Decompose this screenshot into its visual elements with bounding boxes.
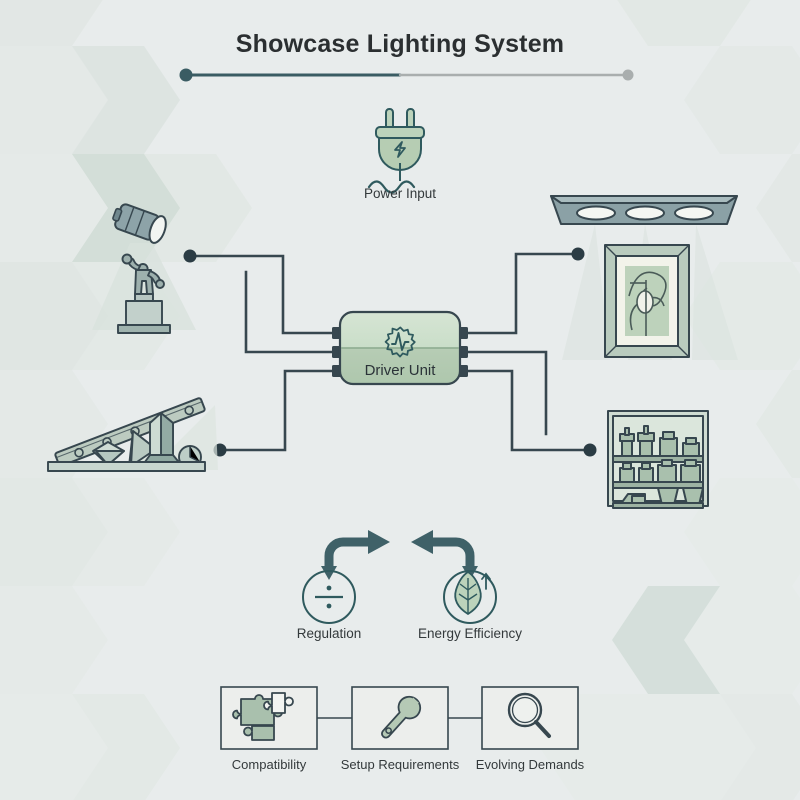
consideration-label-compatibility: Compatibility [231,757,307,772]
puzzle-icon [232,692,294,741]
driver-unit-node[interactable]: Driver Unit [332,310,468,386]
spotlight-statue-icon [92,203,196,334]
link-mid-left [244,270,342,354]
consideration-box-evolving[interactable] [481,686,579,750]
driver-unit-label: Driver Unit [365,362,437,379]
consideration-label-evolving: Evolving Demands [475,757,585,772]
metric-label-regulation: Regulation [296,626,362,641]
header-divider [179,68,634,82]
node-dot-cabinet [583,443,597,457]
leaf-growth-circle-icon [443,570,497,624]
track-light-gems-icon [47,397,218,472]
consideration-box-compatibility[interactable] [220,686,318,750]
node-dot-artwork [571,247,585,261]
power-plug-icon [367,108,425,194]
power-input-label: Power Input [363,186,437,201]
abstract-art-strokes [628,271,667,336]
link-cabinet [460,369,592,452]
metric-arrow-curve-right-icon [321,530,390,580]
metric-label-energy-efficiency: Energy Efficiency [417,626,523,641]
link-statue [188,254,342,335]
ceiling-fixture-artwork-icon [550,195,738,360]
consideration-label-setup: Setup Requirements [340,757,460,772]
node-dot-statue [183,249,197,263]
link-mid-right [460,350,548,436]
wrench-icon [381,695,422,739]
link-gems [218,369,342,452]
consideration-box-setup[interactable] [351,686,449,750]
page-title: Showcase Lighting System [235,30,565,58]
connector-lines [188,252,592,452]
link-artwork [460,252,580,335]
division-circle-icon [302,570,356,624]
divider-left-dot [179,68,193,82]
divider-right-dot [622,69,634,81]
magnifier-icon [507,692,551,738]
shelf-cabinet-icon [607,410,709,509]
gear-waveform-icon [384,326,416,358]
